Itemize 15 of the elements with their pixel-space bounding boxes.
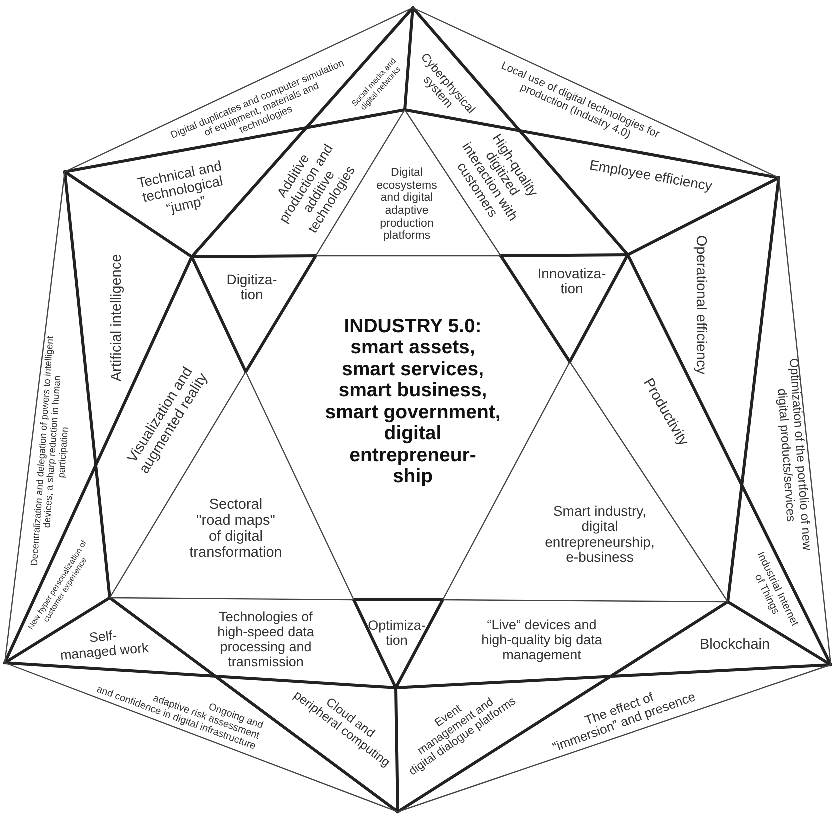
region-label: Smart industry, digital entrepreneurship, e-business — [545, 504, 655, 566]
region-label: Sectoral "road maps" of digital transformation — [190, 498, 282, 562]
region-label: Self- managed work — [58, 627, 150, 664]
region-label: Blockchain — [700, 638, 770, 654]
region-label: Artificial intelligence — [110, 254, 126, 382]
region-label: “Live” devices and high-quality big data management — [482, 618, 602, 664]
region-label: Optimiza- tion — [368, 619, 426, 649]
region-label: Digital ecosystems and digital adaptive production platforms — [376, 167, 438, 243]
region-label: INDUSTRY 5.0: smart assets, smart services, smart business, smart government, digital entrepreneur- ship — [325, 316, 501, 488]
region-label: Technologies of high-speed data processing and transmission — [218, 610, 314, 670]
region-label: Optimization of the portfolio of new digital products/services — [774, 358, 814, 552]
region-label: Innovatiza- tion — [538, 266, 606, 298]
region-label: Digitiza- tion — [226, 272, 278, 304]
region-label: Employee efficiency — [588, 158, 714, 194]
region-label: Operational efficiency — [692, 235, 708, 375]
